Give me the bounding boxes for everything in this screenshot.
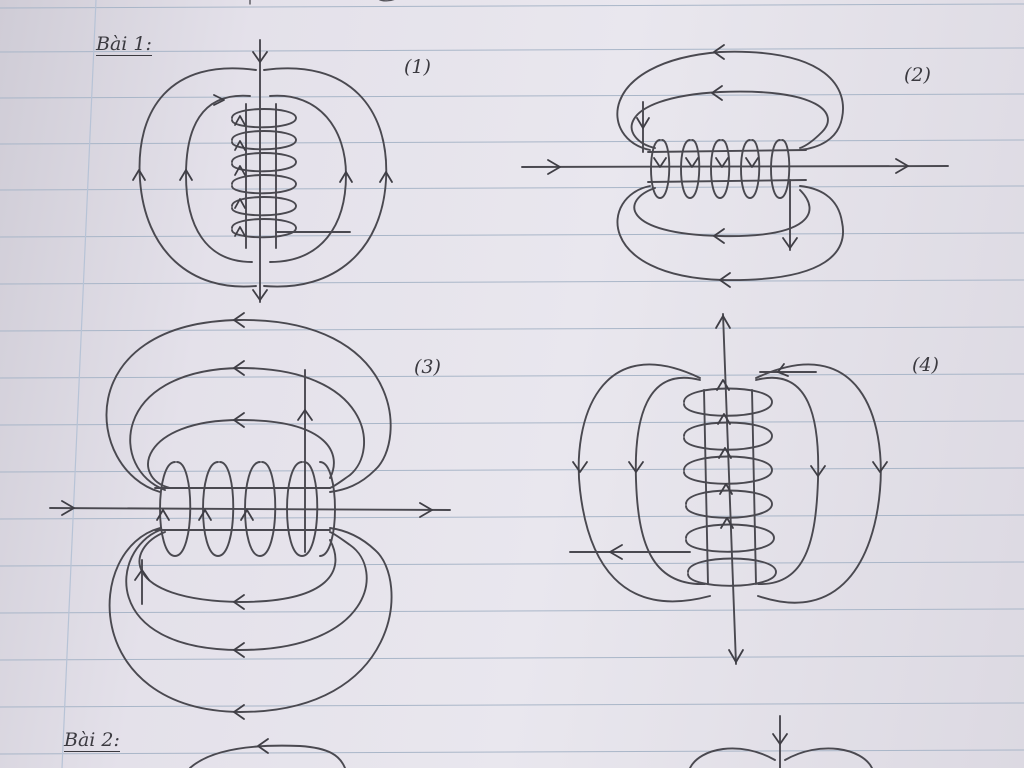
fig-3-axis bbox=[49, 507, 451, 511]
fig-2-axis bbox=[521, 165, 949, 168]
figure-label-2: (2) bbox=[904, 64, 931, 86]
ruled-lines bbox=[0, 3, 1024, 755]
margin-line bbox=[61, 0, 97, 768]
figure-label-3: (3) bbox=[414, 356, 441, 378]
exercise-1-heading: Bài 1: bbox=[96, 33, 152, 56]
fig-1-diagram bbox=[132, 39, 393, 303]
fig-1-field-lines bbox=[138, 67, 388, 288]
fig-4-arrows bbox=[572, 363, 888, 560]
fig-3-field-lines bbox=[105, 319, 393, 713]
fig-4-field-lines bbox=[577, 363, 882, 604]
fig-3-arrows bbox=[134, 312, 313, 720]
fig-2-diagram bbox=[521, 44, 949, 288]
fig-2-field-lines bbox=[616, 50, 844, 281]
exercise-2-partial-sketch bbox=[189, 0, 873, 768]
figure-label-4: (4) bbox=[912, 354, 939, 376]
fig-4-coil bbox=[569, 371, 817, 587]
exercise-2-heading: Bài 2: bbox=[64, 729, 120, 752]
fig-2-arrows bbox=[636, 44, 798, 288]
fig-3-diagram bbox=[49, 312, 451, 720]
fig-3-coil bbox=[141, 369, 336, 605]
fig-2-coil bbox=[642, 101, 807, 251]
fig-1-arrows bbox=[132, 94, 393, 237]
fig-4-diagram bbox=[569, 313, 888, 665]
figure-label-1: (1) bbox=[404, 56, 431, 78]
